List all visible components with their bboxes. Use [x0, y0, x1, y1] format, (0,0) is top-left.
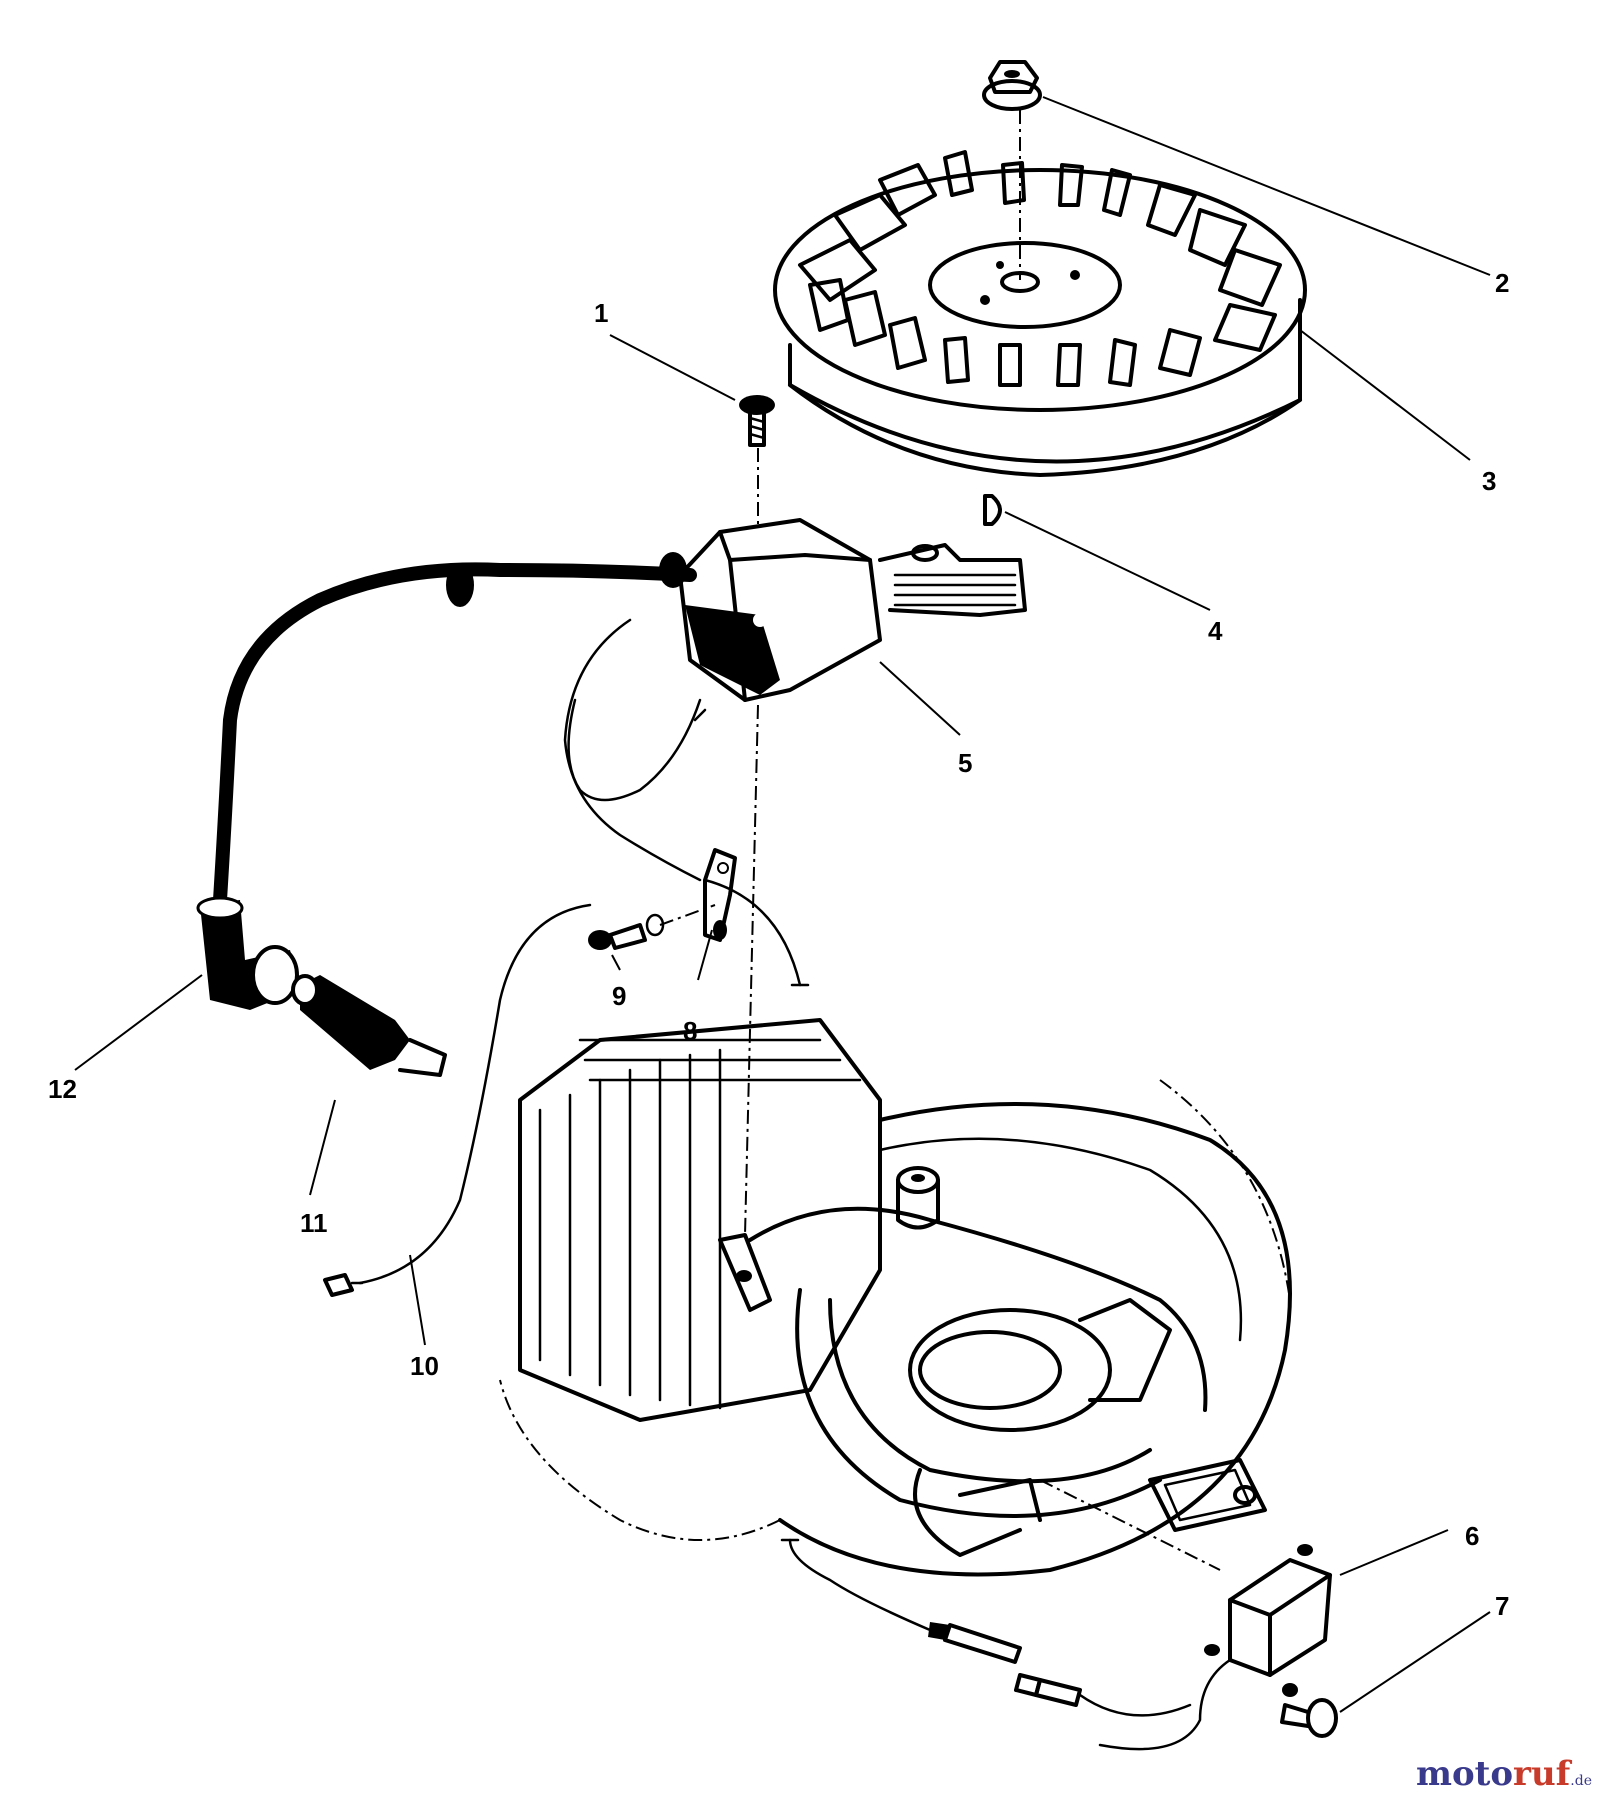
flywheel-fins [798, 150, 1282, 387]
switch-terminals [780, 1538, 1192, 1717]
watermark-tld: .de [1570, 1773, 1592, 1789]
callout-10: 10 [410, 1351, 439, 1381]
flywheel-nut [982, 60, 1042, 280]
ground-clip [703, 848, 737, 942]
callout-numbers: 1 2 3 4 5 6 7 8 9 10 11 12 [48, 268, 1509, 1621]
callout-3: 3 [1482, 466, 1496, 496]
watermark-logo: motoruf.de [1416, 1754, 1592, 1794]
callout-5: 5 [958, 748, 972, 778]
callout-2: 2 [1495, 268, 1509, 298]
ground-wire [323, 903, 592, 1297]
callout-8: 8 [683, 1016, 697, 1046]
ground-clip-screw [588, 904, 716, 950]
callout-9: 9 [612, 981, 626, 1011]
coil-lead [563, 618, 810, 987]
watermark-part1: moto [1415, 1754, 1514, 1794]
spark-plug-boot [196, 552, 697, 1010]
ignition-coil [678, 518, 1027, 702]
callout-11: 11 [300, 1208, 328, 1238]
callout-7: 7 [1495, 1591, 1509, 1621]
coil-mounting-screw [739, 395, 775, 620]
spark-plug [291, 974, 447, 1077]
watermark-part2: ruf [1513, 1754, 1571, 1794]
callout-1: 1 [594, 298, 608, 328]
engine-block [499, 1018, 1292, 1577]
flywheel-key [983, 494, 1002, 526]
ignition-switch-screw [1280, 1683, 1338, 1738]
ignition-switch [1098, 1544, 1332, 1751]
flywheel [773, 150, 1307, 477]
leader-lines [74, 96, 1491, 1713]
callout-12: 12 [48, 1074, 77, 1104]
callout-4: 4 [1208, 616, 1223, 646]
callout-6: 6 [1465, 1521, 1479, 1551]
